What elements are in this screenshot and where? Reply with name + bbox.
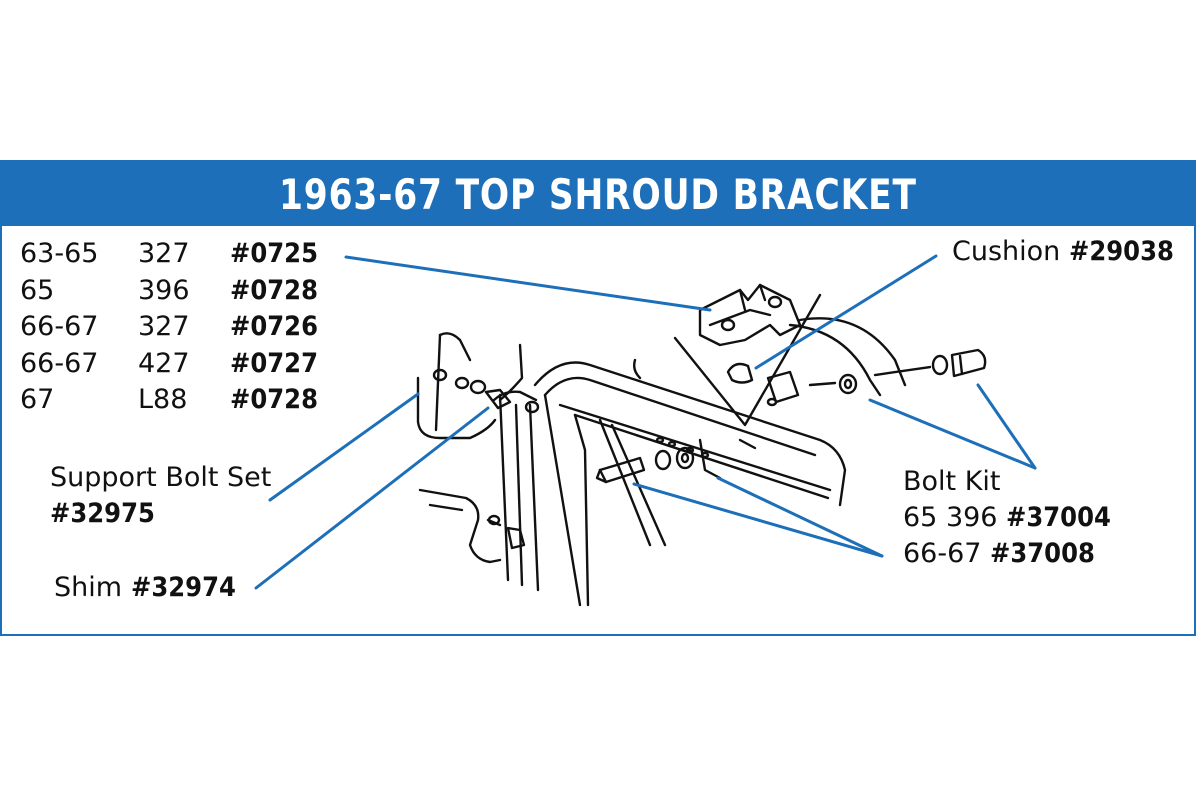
page-title: 1963-67 TOP SHROUD BRACKET	[279, 169, 917, 219]
leader-bolt-kit-c	[632, 482, 884, 558]
bolt-kit-callout: Bolt Kit 65 396 #37004 66-67 #37008	[903, 466, 1111, 569]
diagram-panel: 1963-67 TOP SHROUD BRACKET	[0, 160, 1196, 636]
leader-part-number	[344, 255, 712, 312]
leader-shim	[254, 406, 490, 590]
leader-bolt-kit-b	[976, 383, 1037, 470]
shim-callout: Shim #32974	[54, 572, 236, 603]
cushion-callout: Cushion #29038	[952, 236, 1174, 267]
leader-bolt-kit-d	[716, 476, 884, 558]
parts-line-art	[416, 283, 987, 607]
leader-lines	[254, 254, 1037, 590]
leader-support-bolt	[268, 392, 420, 502]
title-banner: 1963-67 TOP SHROUD BRACKET	[2, 162, 1194, 226]
leader-bolt-kit-a	[868, 398, 1037, 470]
leader-cushion	[754, 254, 938, 370]
support-bolt-callout: Support Bolt Set #32975	[50, 462, 272, 529]
